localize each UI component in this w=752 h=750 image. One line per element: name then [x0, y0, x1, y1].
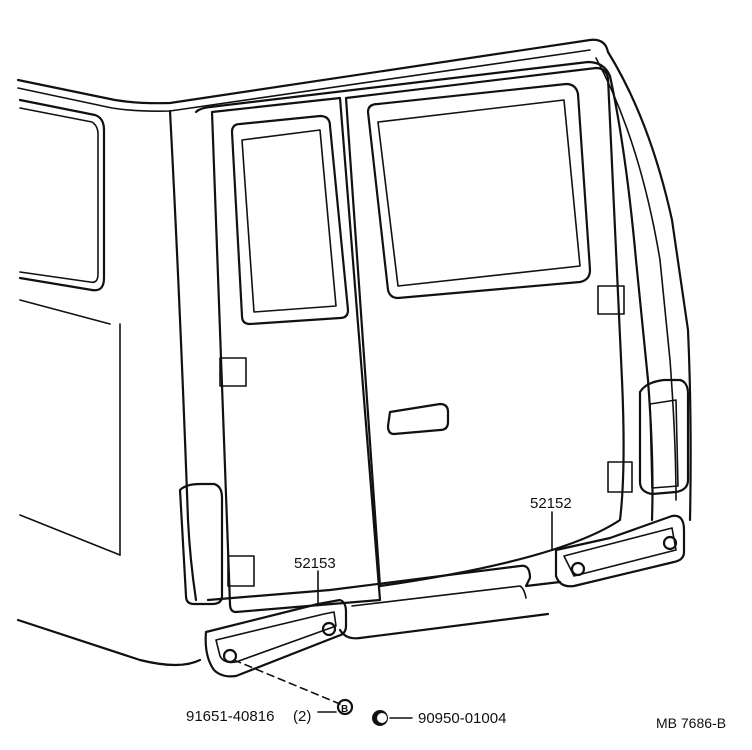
callout-leaders	[233, 511, 553, 719]
rear-bumper	[206, 564, 562, 640]
figure-code: MB 7686-B	[656, 715, 726, 731]
callout-grommet: 90950-01004	[418, 710, 506, 727]
rear-doors	[210, 66, 633, 614]
callout-screw-qty: (2)	[293, 708, 311, 725]
screw-hole-right-outer	[662, 535, 678, 551]
callout-screw-part: 91651-40816	[186, 708, 274, 725]
screw-marker-letter: B	[341, 704, 348, 715]
screw-symbol	[336, 698, 354, 716]
grommet-symbol	[372, 710, 388, 726]
screw-hole-left-inner	[321, 621, 337, 637]
screw-hole-left-outer	[222, 648, 238, 664]
bumper-pad-right	[554, 514, 686, 588]
callout-52152: 52152	[530, 495, 572, 512]
tail-lights	[178, 378, 690, 606]
callout-52153: 52153	[294, 555, 336, 572]
bumper-pad-left	[204, 598, 348, 678]
screw-hole-right-inner	[570, 561, 586, 577]
van-body	[16, 38, 692, 667]
